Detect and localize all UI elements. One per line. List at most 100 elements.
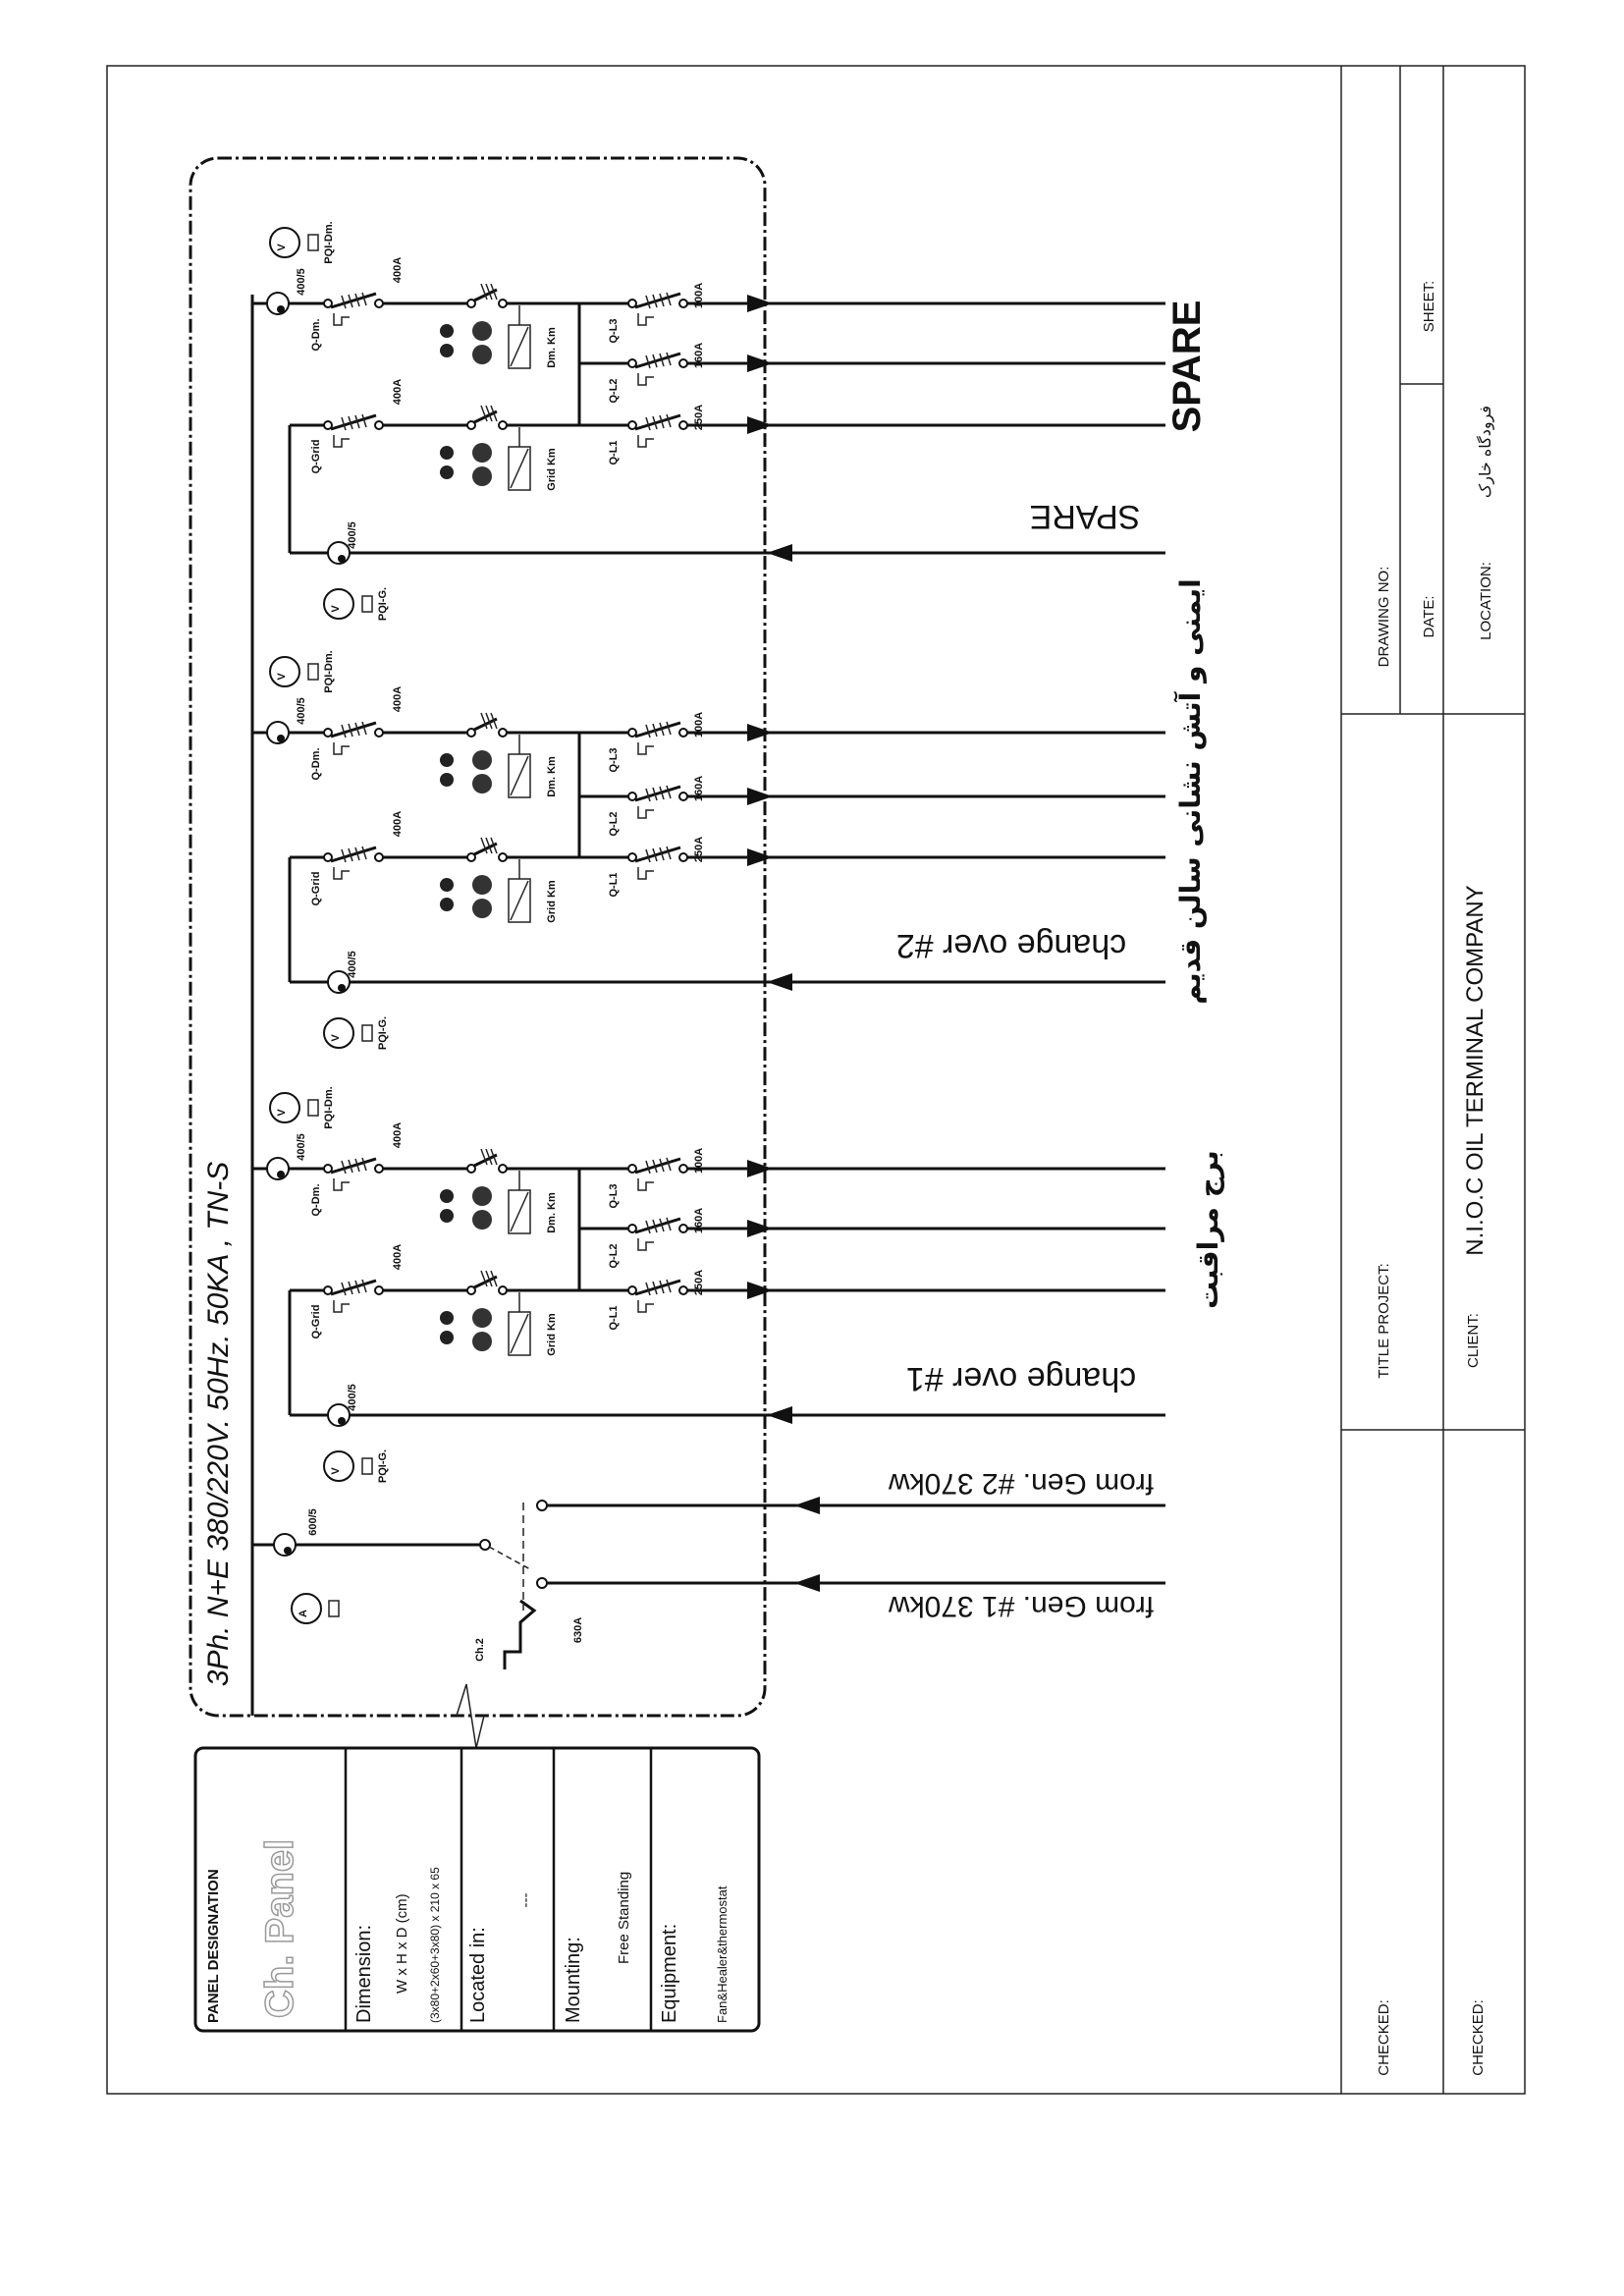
circuit-1-breaker-q-grid-terminal: [374, 420, 384, 430]
circuit-3-rating-q_l2: 160A: [693, 1208, 705, 1233]
date-label: DATE:: [1421, 595, 1437, 637]
changeover-operator-icon: [503, 1599, 537, 1669]
circuit-3-grid-lamp-icon: [440, 1331, 454, 1344]
circuit-3-breaker-q-grid-hatch: [348, 1281, 353, 1295]
circuit-2-rating-q_l2: 160A: [693, 776, 705, 801]
location-label: LOCATION:: [1478, 562, 1494, 640]
arrow-right-icon: [747, 724, 773, 741]
circuit-1-breaker-q_l1-hatch: [652, 415, 658, 430]
circuit-3-rating-q-dm: 400A: [392, 1122, 404, 1148]
ammeter-label: A: [298, 1610, 309, 1617]
circuit-1-breaker-q_l1-trip-icon: [637, 435, 654, 448]
circuit-3-ct-grid-ratio: 400/5: [347, 1384, 358, 1411]
circuit-3-breaker-q-dm-trip-icon: [333, 1178, 350, 1191]
circuit-1-breaker-q_l1-terminal: [627, 420, 637, 430]
circuit-2-breaker-q-grid: [330, 846, 377, 863]
circuit-1-grid-lamp-icon: [440, 446, 454, 460]
located-value: ---: [517, 1893, 534, 1908]
circuit-2-breaker-q-grid-hatch: [341, 848, 347, 863]
circuit-3-dm-pqi-icon: [307, 1099, 319, 1117]
changeover-switch-terminal: [479, 1539, 491, 1551]
circuit-2-contactor-dm-hatch: [480, 712, 488, 730]
circuit-3-ct-dm-dot: [277, 1171, 285, 1178]
circuit-1-ct-dm-ratio: 400/5: [296, 268, 307, 296]
circuit-3-rating-q_l3: 100A: [693, 1148, 705, 1174]
panel-header-text: 3Ph. N+E 380/220V. 50Hz. 50KA , TN-S: [202, 1162, 235, 1686]
circuit-1-dm-km-coil-diag: [510, 326, 529, 367]
circuit-1-dm-lamp-icon: [440, 344, 454, 357]
gen1-label: from Gen. #1 370kw: [889, 1590, 1154, 1622]
circuit-2-dm-pqi-icon: [307, 663, 319, 681]
circuit-2-grid-lamp-icon: [472, 899, 492, 918]
circuit-1-breaker-q-dm-trip-icon: [333, 313, 350, 326]
circuit-3-dm-lamp-icon: [472, 1186, 492, 1206]
circuit-3-contactor-grid-hatch: [485, 1270, 493, 1287]
circuit-2-breaker-q_l3-hatch: [659, 722, 665, 737]
circuit-3-breaker-q_l3-trip-icon: [637, 1178, 654, 1191]
circuit-1-breaker-q_l3-terminal: [678, 299, 688, 308]
circuit-1-breaker-q-dm-hatch: [361, 292, 367, 306]
circuit-2-breaker-q_l3-terminal: [678, 728, 688, 738]
circuit-2-label-q_l2: Q-L2: [608, 811, 620, 836]
circuit-3-breaker-q_l3-hatch: [645, 1160, 651, 1175]
changeover-switch-blade: [488, 1546, 531, 1570]
client-label: CLIENT:: [1465, 1313, 1482, 1368]
circuit-2-dm-lamp-icon: [472, 750, 492, 770]
circuit-3-contactor-grid-hatch: [480, 1270, 488, 1287]
checked-label-2: CHECKED:: [1470, 1999, 1487, 2076]
circuit-3-breaker-q_l1-hatch: [659, 1280, 665, 1294]
circuit-3-breaker-q-dm-hatch: [354, 1158, 360, 1173]
circuit-2-ct-grid-dot: [338, 984, 346, 992]
circuit-2-breaker-q_l1-hatch: [666, 846, 672, 860]
circuit-3-label-q_l2: Q-L2: [608, 1243, 620, 1268]
circuit-2-breaker-q_l3: [634, 721, 681, 738]
circuit-3-breaker-q_l3: [634, 1157, 681, 1175]
circuit-2-dm-pqi-label: PQI-Dm.: [323, 650, 335, 692]
circuit-2-ct-grid-ratio: 400/5: [347, 951, 358, 978]
break-symbol-icon: [456, 1683, 485, 1749]
circuit-1-breaker-q_l2-hatch: [659, 353, 665, 367]
arrow-right-icon: [747, 416, 773, 434]
circuit-3-dm-pqi-label: PQI-Dm.: [323, 1086, 335, 1128]
circuit-1-rating-q_l3: 100A: [693, 283, 705, 308]
circuit-2-breaker-q_l1-terminal: [678, 852, 688, 862]
circuit-1-breaker-q_l1-hatch: [659, 414, 665, 429]
circuit-1-rating-q-grid: 400A: [392, 379, 404, 405]
located-label: Located in:: [467, 1927, 489, 2023]
circuit-3-grid-lamp-icon: [472, 1332, 492, 1351]
incomer-ct-dot: [284, 1547, 292, 1555]
ammeter-icon: [291, 1593, 322, 1624]
circuit-3-breaker-q_l2: [634, 1217, 681, 1234]
circuit-2-contactor-dm-terminal: [498, 728, 508, 738]
circuit-1-ct-grid-ratio: 400/5: [347, 521, 358, 549]
circuit-2-dm-lamp-icon: [472, 774, 492, 793]
circuit-2-grid-lamp-icon: [440, 898, 454, 911]
circuit-1-breaker-q_l2-hatch: [645, 355, 651, 369]
circuit-1-dm-lamp-icon: [472, 321, 492, 341]
circuit-2-breaker-q_l3-hatch: [666, 721, 672, 736]
circuit-2-dm-lamp-icon: [440, 753, 454, 767]
circuit-2-breaker-q_l1: [634, 846, 681, 863]
circuit-1-breaker-q_l3-trip-icon: [637, 313, 654, 326]
circuit-3-contactor-dm-terminal: [498, 1164, 508, 1174]
circuit-3-breaker-q-dm-terminal: [323, 1164, 333, 1174]
circuit-3-dm-lamp-icon: [440, 1189, 454, 1203]
circuit-2-label-dm-km: Dm. Km: [546, 756, 558, 797]
circuit-2-contactor-dm-hatch: [485, 712, 493, 730]
circuit-2-rating-q-dm: 400A: [392, 686, 404, 712]
circuit-3-ct-grid-dot: [338, 1417, 346, 1425]
circuit-3-breaker-q-grid-terminal: [374, 1285, 384, 1295]
circuit-2-breaker-q_l1-trip-icon: [637, 867, 654, 880]
circuit-2-dm-voltmeter-icon: [269, 656, 300, 687]
circuit-1-breaker-q_l1-hatch: [666, 413, 672, 428]
circuit-1-contactor-dm-terminal: [498, 299, 508, 308]
circuit-3-breaker-q_l1: [634, 1279, 681, 1296]
changeover-switch-rating: 630A: [572, 1617, 584, 1643]
arrow-right-icon: [747, 1160, 773, 1177]
circuit-3-label-dm-km: Dm. Km: [546, 1192, 558, 1233]
circuit-3-grid-voltmeter-icon: [323, 1450, 354, 1482]
checked-label-1: CHECKED:: [1376, 1999, 1392, 2076]
circuit-1-contactor-grid-hatch: [480, 405, 488, 422]
dimension-formula: W x H x D (cm): [394, 1893, 410, 1994]
